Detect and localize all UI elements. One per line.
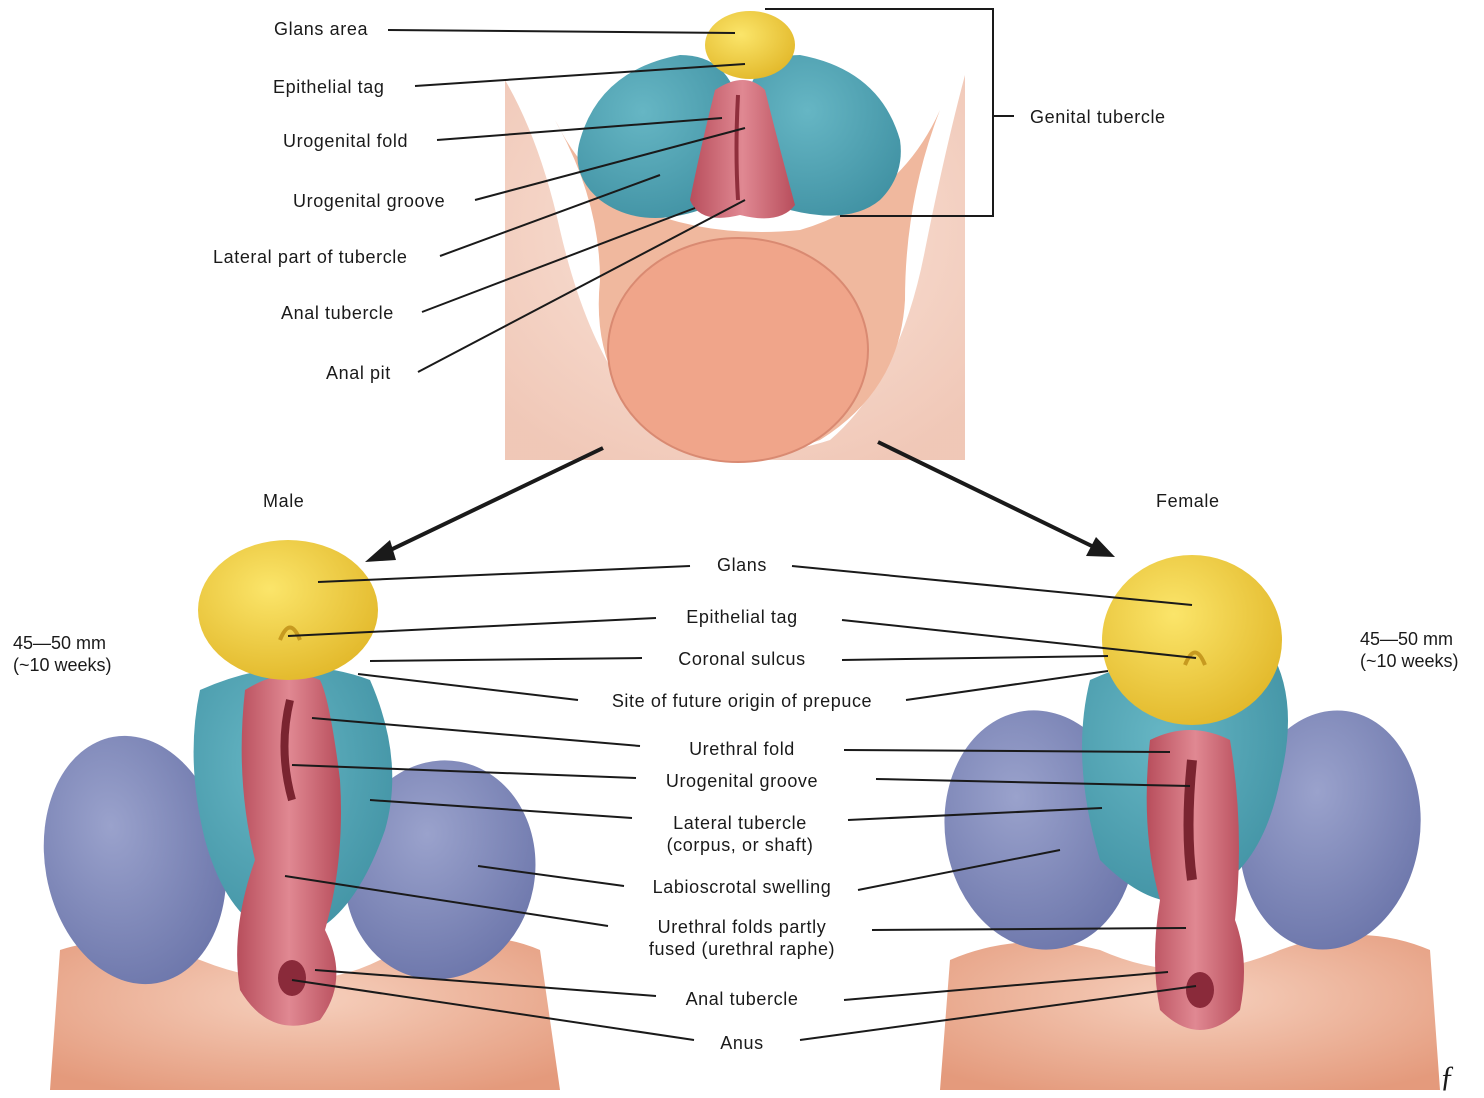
leader-female-prepuce: [906, 671, 1108, 700]
label-anus: Anus: [720, 1032, 763, 1054]
leader-female-urethral-folds-fused: [872, 928, 1186, 930]
leader-glans-area: [388, 30, 735, 33]
top-glans: [705, 11, 795, 79]
label-lateral-tubercle: Lateral tubercle (corpus, or shaft): [667, 812, 814, 856]
leader-female-coronal-sulcus: [842, 656, 1108, 660]
label-labioscrotal: Labioscrotal swelling: [653, 876, 832, 898]
label-glans: Glans: [717, 554, 767, 576]
leader-male-coronal-sulcus: [370, 658, 642, 661]
label-prepuce: Site of future origin of prepuce: [612, 690, 872, 712]
label-urethral-fold: Urethral fold: [689, 738, 795, 760]
title-male: Male: [263, 490, 304, 512]
arrow-to-male-head: [365, 540, 396, 562]
male-glans: [198, 540, 378, 680]
label-urethral-folds-fused: Urethral folds partly fused (urethral ra…: [649, 916, 835, 960]
label-anal-pit: Anal pit: [326, 362, 391, 384]
artist-signature: ƒ: [1440, 1060, 1455, 1093]
leader-male-prepuce: [358, 674, 578, 700]
arrow-to-female: [878, 442, 1100, 550]
label-urogenital-groove: Urogenital groove: [666, 770, 818, 792]
female-anus: [1186, 972, 1214, 1008]
label-lateral-part: Lateral part of tubercle: [213, 246, 408, 268]
label-genital-tubercle: Genital tubercle: [1030, 106, 1166, 128]
label-anal-tubercle: Anal tubercle: [686, 988, 799, 1010]
arrow-to-male: [380, 448, 603, 555]
male-anus: [278, 960, 306, 996]
label-epithelial-tag-top: Epithelial tag: [273, 76, 384, 98]
label-urogenital-fold: Urogenital fold: [283, 130, 408, 152]
label-anal-tubercle-top: Anal tubercle: [281, 302, 394, 324]
female-glans: [1102, 555, 1282, 725]
title-female: Female: [1156, 490, 1220, 512]
label-urogenital-groove: Urogenital groove: [293, 190, 445, 212]
label-glans-area: Glans area: [274, 18, 368, 40]
label-epithelial-tag: Epithelial tag: [686, 606, 797, 628]
age-male: 45—50 mm (~10 weeks): [13, 632, 112, 676]
leader-male-glans: [318, 566, 690, 582]
female-groove: [1189, 760, 1193, 880]
proctodeal-membrane-area: [608, 238, 868, 462]
age-female: 45—50 mm (~10 weeks): [1360, 628, 1459, 672]
top-groove: [737, 95, 739, 200]
label-coronal-sulcus: Coronal sulcus: [678, 648, 805, 670]
indifferent-stage-illustration: [505, 11, 965, 462]
